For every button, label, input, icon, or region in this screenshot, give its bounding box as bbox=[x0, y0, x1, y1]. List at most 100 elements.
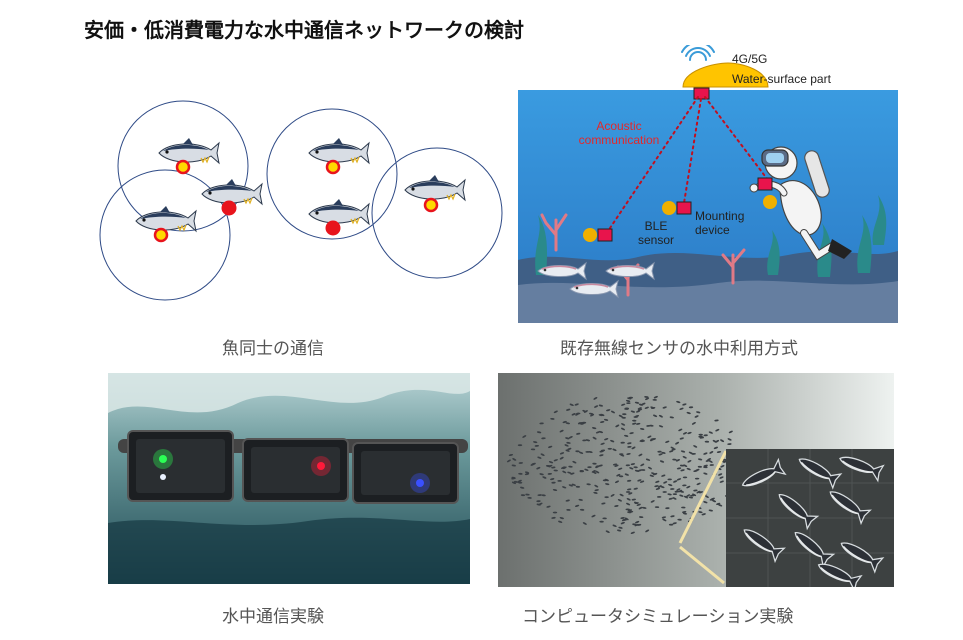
simulated-fish bbox=[618, 475, 624, 478]
simulated-fish bbox=[604, 496, 609, 499]
simulated-fish bbox=[600, 421, 605, 423]
simulated-fish bbox=[645, 397, 650, 401]
simulated-fish bbox=[553, 469, 558, 472]
simulated-fish bbox=[680, 469, 685, 472]
simulated-fish bbox=[598, 404, 604, 407]
simulated-fish bbox=[644, 396, 649, 398]
simulated-fish bbox=[559, 452, 565, 455]
simulated-fish bbox=[636, 503, 641, 506]
simulated-fish bbox=[625, 464, 631, 467]
simulated-fish bbox=[727, 438, 732, 441]
simulated-fish bbox=[562, 470, 567, 474]
simulated-fish bbox=[679, 437, 684, 440]
simulated-fish bbox=[533, 441, 538, 444]
led-indicator bbox=[416, 479, 424, 487]
simulated-fish bbox=[590, 413, 595, 417]
mounting-device-icon bbox=[676, 201, 692, 215]
simulated-fish bbox=[571, 483, 576, 486]
underwater-experiment-svg bbox=[108, 373, 470, 584]
simulated-fish bbox=[661, 516, 667, 519]
simulated-fish bbox=[539, 473, 544, 476]
simulated-fish bbox=[671, 448, 676, 451]
simulated-fish bbox=[638, 453, 643, 457]
simulated-fish bbox=[676, 478, 682, 481]
underwater-experiment-photo bbox=[108, 373, 470, 584]
simulated-fish bbox=[591, 514, 596, 518]
simulated-fish bbox=[594, 489, 599, 492]
led-indicator bbox=[317, 462, 325, 470]
simulated-fish bbox=[511, 464, 516, 467]
simulated-fish bbox=[679, 464, 685, 467]
simulated-fish bbox=[645, 529, 650, 533]
simulated-fish bbox=[522, 435, 527, 438]
fish-communication-diagram bbox=[95, 90, 505, 315]
simulated-fish bbox=[616, 529, 622, 532]
simulated-fish bbox=[663, 481, 668, 484]
simulated-fish bbox=[607, 447, 612, 450]
simulated-fish bbox=[579, 451, 584, 454]
simulated-fish bbox=[548, 461, 554, 464]
simulated-fish bbox=[572, 460, 577, 464]
simulated-fish bbox=[614, 464, 619, 467]
simulated-fish bbox=[610, 439, 615, 443]
simulated-fish bbox=[686, 411, 691, 415]
simulated-fish bbox=[550, 478, 555, 481]
simulated-fish bbox=[649, 474, 654, 477]
simulated-fish bbox=[565, 499, 570, 502]
simulated-fish bbox=[709, 451, 714, 454]
range-circle bbox=[117, 100, 249, 232]
simulated-fish bbox=[698, 433, 703, 436]
simulated-fish bbox=[620, 427, 626, 431]
simulated-fish bbox=[524, 471, 530, 474]
simulated-fish bbox=[703, 464, 708, 467]
simulated-fish bbox=[720, 465, 725, 468]
simulated-fish bbox=[687, 460, 692, 463]
simulated-fish bbox=[599, 454, 604, 457]
simulated-fish bbox=[568, 484, 573, 487]
simulated-fish bbox=[612, 448, 617, 451]
zoom-line bbox=[679, 545, 725, 585]
simulated-fish bbox=[625, 491, 631, 493]
simulated-fish bbox=[683, 464, 688, 467]
simulated-fish bbox=[567, 447, 572, 451]
simulated-fish bbox=[584, 468, 589, 471]
simulated-fish bbox=[562, 420, 567, 424]
simulated-fish bbox=[711, 499, 717, 503]
simulated-fish bbox=[551, 481, 556, 484]
simulated-fish bbox=[637, 479, 642, 482]
simulated-fish bbox=[582, 522, 587, 525]
zoom-line bbox=[678, 450, 728, 544]
simulated-fish bbox=[511, 477, 516, 480]
simulated-fish bbox=[540, 453, 545, 456]
simulated-fish bbox=[547, 472, 552, 475]
simulated-fish bbox=[629, 467, 634, 470]
simulated-fish bbox=[552, 511, 558, 514]
simulated-fish bbox=[587, 466, 592, 469]
simulated-fish bbox=[650, 406, 655, 409]
simulated-fish bbox=[546, 505, 551, 508]
fish-icon bbox=[201, 178, 263, 205]
simulated-fish bbox=[576, 412, 581, 415]
diver-illustration bbox=[749, 146, 852, 261]
simulated-fish bbox=[550, 417, 555, 420]
tag-icon-yellow bbox=[175, 159, 191, 175]
simulated-fish bbox=[709, 464, 714, 466]
surface-device bbox=[693, 87, 710, 100]
simulated-fish bbox=[565, 437, 570, 440]
simulated-fish bbox=[592, 436, 597, 440]
simulated-fish bbox=[682, 456, 687, 459]
simulated-fish bbox=[545, 464, 551, 467]
simulated-fish bbox=[669, 450, 674, 453]
simulated-fish bbox=[640, 463, 645, 467]
simulated-fish bbox=[624, 434, 629, 437]
simulated-fish bbox=[536, 500, 541, 503]
simulated-fish bbox=[539, 422, 544, 425]
simulated-fish bbox=[602, 479, 608, 482]
simulated-fish bbox=[678, 428, 683, 432]
simulated-fish bbox=[633, 487, 638, 490]
simulated-fish bbox=[696, 411, 701, 414]
simulated-fish bbox=[517, 481, 523, 484]
fish-communication-svg bbox=[99, 100, 503, 301]
simulated-fish bbox=[657, 495, 662, 498]
range-circle bbox=[371, 147, 503, 279]
